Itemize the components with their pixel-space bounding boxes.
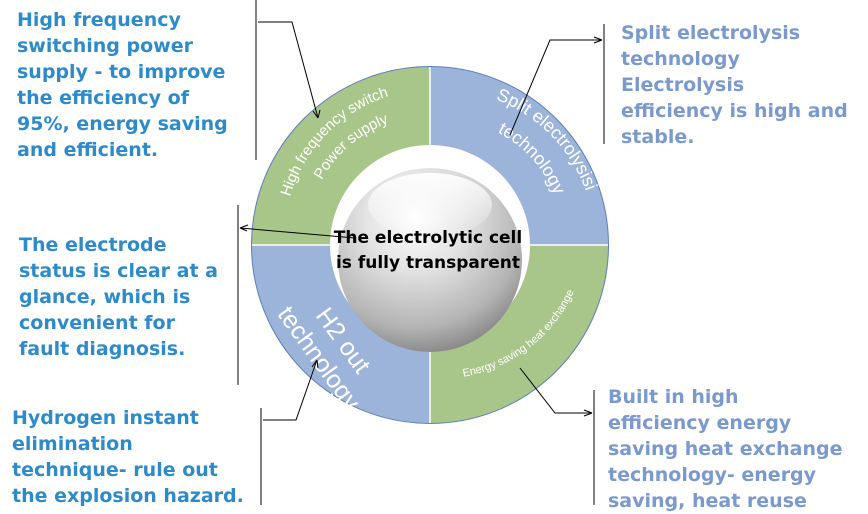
callout-line: technology xyxy=(621,48,740,70)
arrow-head-icon xyxy=(593,36,603,44)
callout-line: High frequency xyxy=(17,9,181,31)
ring-segment-power-supply xyxy=(252,67,430,245)
callout-line: technique- rule out xyxy=(12,459,218,481)
callout-line: elimination xyxy=(12,433,133,455)
leader-line-bottom-right xyxy=(519,367,592,414)
callout-line: status is clear at a xyxy=(19,260,218,282)
callout-heat-exchange: Built in high efficiency energy saving hea… xyxy=(608,384,842,514)
callout-line: The electrode xyxy=(19,234,167,256)
callout-line: 95%, energy saving xyxy=(17,113,228,135)
leader-line-middle-left xyxy=(239,227,356,239)
ring-segment-split-electrolysis xyxy=(430,67,608,245)
callout-line: Split electrolysis xyxy=(621,22,801,44)
callout-line: the efficiency of xyxy=(17,87,189,109)
callout-line: efficiency energy xyxy=(608,412,792,434)
callout-line: stable. xyxy=(621,126,695,148)
arrow-head-icon xyxy=(312,109,321,119)
center-label-line2: is fully transparent xyxy=(336,253,520,273)
callout-line: Electrolysis xyxy=(621,74,745,96)
leader-line-top-right xyxy=(509,39,602,136)
ring-segment-h2-out xyxy=(252,245,430,423)
callout-line: switching power xyxy=(17,35,193,57)
callout-line: the explosion hazard. xyxy=(12,485,244,507)
callout-line: convenient for xyxy=(19,312,175,334)
callout-line: saving, heat reuse xyxy=(608,490,807,512)
callout-line: fault diagnosis. xyxy=(19,338,186,360)
callout-line: glance, which is xyxy=(19,286,191,308)
callout-electrode-status: The electrode status is clear at a glance,… xyxy=(19,232,218,362)
callout-line: Hydrogen instant xyxy=(12,407,199,429)
callout-line: technology- energy xyxy=(608,464,817,486)
callout-hydrogen-elimination: Hydrogen instant elimination technique- ru… xyxy=(12,405,244,509)
callout-line: Built in high xyxy=(608,386,739,408)
arrow-head-icon xyxy=(239,224,249,232)
callout-high-frequency-power-supply: High frequency switching power supply - to… xyxy=(17,7,228,163)
callout-line: efficiency is high and xyxy=(621,100,848,122)
callout-line: saving heat exchange xyxy=(608,438,843,460)
center-label-line1: The electrolytic cell xyxy=(334,228,522,248)
sphere-highlight xyxy=(368,173,492,237)
callout-line: supply - to improve xyxy=(17,61,226,83)
ring-segment-heat-exchange xyxy=(430,245,608,423)
callout-line: and efficient. xyxy=(17,139,159,161)
arrow-head-icon xyxy=(311,359,319,369)
leader-line-top-left xyxy=(258,21,319,119)
leader-line-bottom-left xyxy=(263,359,318,421)
arrow-head-icon xyxy=(583,409,593,417)
